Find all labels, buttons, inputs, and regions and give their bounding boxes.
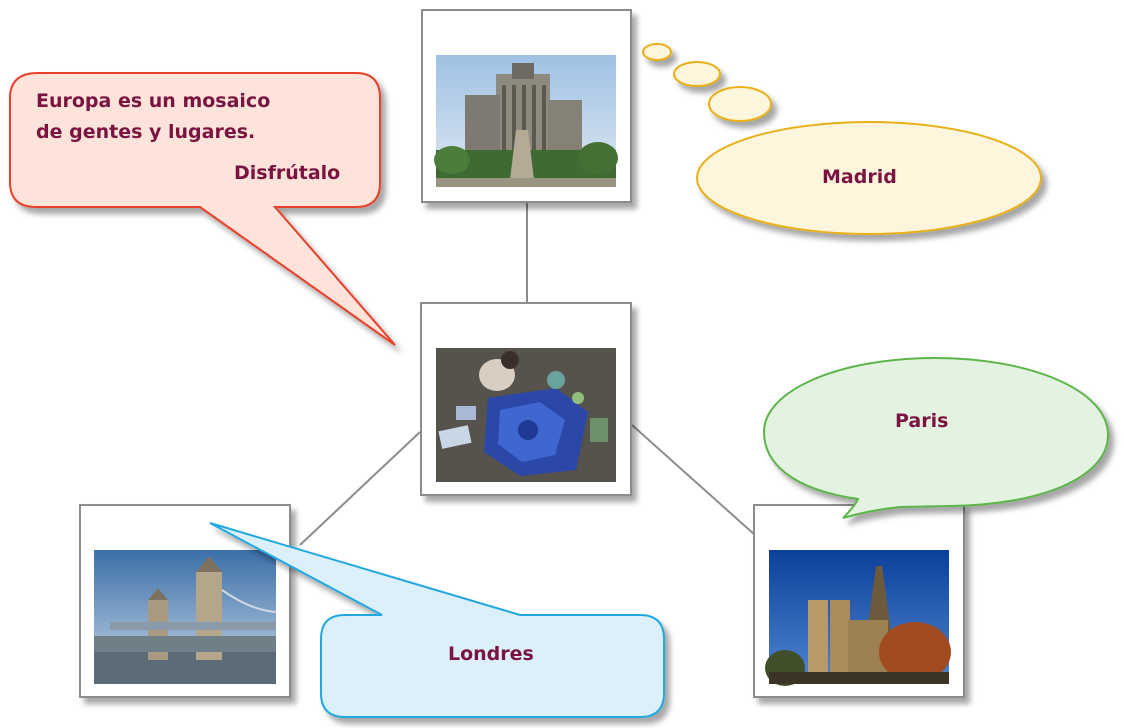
intro-line-2: de gentes y lugares. — [36, 121, 256, 143]
madrid-photo — [434, 55, 618, 187]
paris-speech-bubble — [762, 356, 1110, 519]
connector-center-paris — [631, 424, 756, 536]
intro-line-1: Europa es un mosaico — [36, 90, 271, 112]
madrid-thought-bubble — [642, 43, 1042, 235]
intro-signoff: Disfrútalo — [234, 162, 341, 184]
madrid-label: Madrid — [822, 166, 897, 188]
paris-photo — [765, 550, 951, 686]
center-photo — [436, 348, 616, 482]
connector-center-londres — [299, 431, 421, 546]
londres-speech-bubble — [209, 522, 665, 718]
connector-lines — [299, 203, 756, 546]
intro-speech-bubble — [9, 72, 396, 346]
paris-label: Paris — [895, 410, 949, 432]
londres-label: Londres — [448, 643, 534, 665]
londres-photo — [94, 550, 277, 684]
